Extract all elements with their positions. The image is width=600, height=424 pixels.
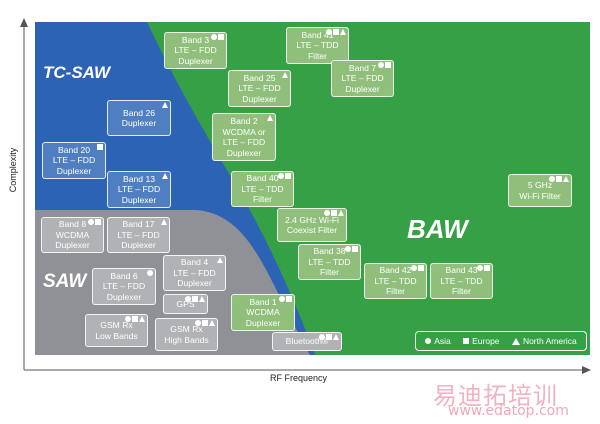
north-america-marker-icon — [139, 316, 145, 322]
north-america-marker-icon — [217, 257, 223, 263]
europe-marker-icon — [352, 246, 358, 252]
x-axis-arrow — [582, 366, 591, 374]
europe-marker-icon — [418, 265, 424, 271]
asia-marker-icon — [477, 265, 483, 271]
region-label-baw: BAW — [407, 214, 468, 244]
north-america-marker-icon — [340, 29, 346, 35]
region-label-tcsaw: TC-SAW — [43, 63, 111, 82]
europe-marker-icon — [331, 210, 337, 216]
europe-marker-icon — [218, 34, 224, 40]
asia-legend-icon — [425, 338, 432, 344]
asia-marker-icon — [88, 219, 94, 225]
asia-marker-icon — [324, 210, 330, 216]
asia-marker-icon — [411, 265, 417, 271]
watermark-url: www.edatop.com — [448, 403, 569, 419]
europe-marker-icon — [132, 316, 138, 322]
legend-asia-label: Asia — [434, 336, 451, 346]
north-america-marker-icon — [199, 296, 205, 302]
asia-marker-icon — [278, 173, 284, 179]
europe-legend-icon — [463, 338, 470, 344]
europe-marker-icon — [484, 265, 490, 271]
europe-marker-icon — [385, 62, 391, 68]
north-america-marker-icon — [161, 219, 167, 225]
north-america-marker-icon — [162, 102, 168, 108]
europe-marker-icon — [192, 296, 198, 302]
legend-north-america-label: North America — [522, 336, 577, 346]
asia-marker-icon — [345, 246, 351, 252]
watermark-chinese: 易迪拓培训 — [433, 382, 558, 410]
region-label-saw: SAW — [43, 271, 87, 292]
asia-marker-icon — [319, 334, 325, 340]
north-america-legend-icon — [511, 337, 520, 345]
europe-marker-icon — [285, 173, 291, 179]
north-america-marker-icon — [338, 210, 344, 216]
europe-marker-icon — [95, 219, 101, 225]
asia-marker-icon — [185, 296, 191, 302]
europe-marker-icon — [556, 176, 562, 182]
x-axis-label: RF Frequency — [270, 373, 328, 383]
europe-marker-icon — [326, 334, 332, 340]
north-america-marker-icon — [563, 176, 569, 182]
north-america-marker-icon — [333, 334, 339, 340]
north-america-marker-icon — [162, 173, 168, 179]
asia-marker-icon — [125, 316, 131, 322]
europe-marker-icon — [202, 320, 208, 326]
north-america-marker-icon — [209, 320, 215, 326]
north-america-marker-icon — [267, 115, 273, 121]
asia-marker-icon — [326, 29, 332, 35]
asia-marker-icon — [211, 34, 217, 40]
asia-marker-icon — [378, 62, 384, 68]
asia-marker-icon — [147, 270, 153, 276]
europe-marker-icon — [333, 29, 339, 35]
legend: Asia Europe North America — [415, 331, 587, 351]
north-america-marker-icon — [282, 72, 288, 78]
asia-marker-icon — [279, 296, 285, 302]
gps-box: GPS — [163, 294, 208, 314]
europe-marker-icon — [286, 296, 292, 302]
legend-europe-label: Europe — [472, 336, 500, 346]
asia-marker-icon — [195, 320, 201, 326]
europe-marker-icon — [97, 144, 103, 150]
bluetooth-box: Bluetooth® — [272, 332, 342, 351]
y-axis-arrow — [20, 18, 28, 27]
y-axis-label: Complexity — [8, 147, 18, 193]
asia-marker-icon — [549, 176, 555, 182]
